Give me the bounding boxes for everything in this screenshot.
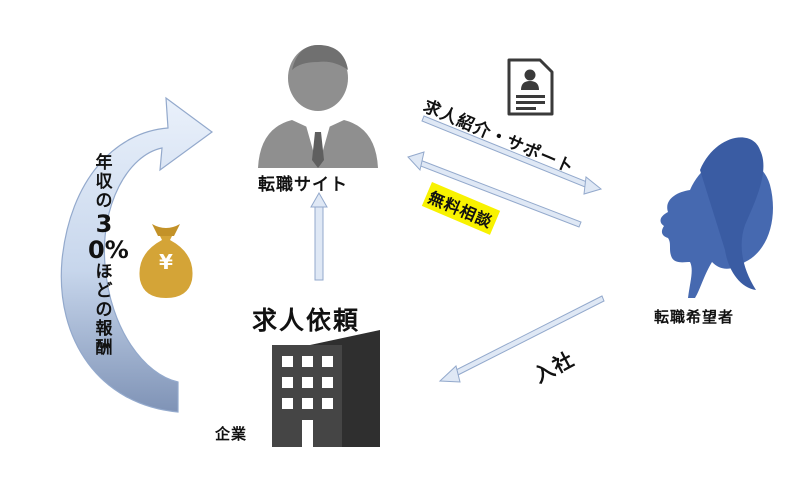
businessman-icon — [258, 44, 378, 168]
job-request-arrow — [310, 191, 328, 281]
fee-label: 年収の 30% ほどの報酬 — [88, 153, 129, 358]
seeker-node-label: 転職希望者 — [654, 308, 735, 326]
money-bag-icon — [139, 224, 193, 298]
intro-support-arrow — [421, 115, 603, 195]
woman-profile-icon — [660, 137, 773, 298]
join-arrow — [438, 295, 605, 383]
fee-curved-arrow — [60, 96, 214, 413]
site-node-label: 転職サイト — [258, 175, 348, 195]
fee-suffix: ほどの報酬 — [95, 262, 113, 358]
yen-symbol: ¥ — [159, 250, 173, 274]
free-consult-arrow — [407, 151, 582, 228]
company-node-label: 企業 — [215, 425, 248, 443]
job-request-label: 求人依頼 — [252, 306, 361, 335]
document-icon — [507, 58, 554, 116]
fee-percent: 30% — [88, 210, 129, 264]
fee-prefix: 年収の — [95, 153, 113, 211]
office-building-icon — [272, 330, 380, 447]
